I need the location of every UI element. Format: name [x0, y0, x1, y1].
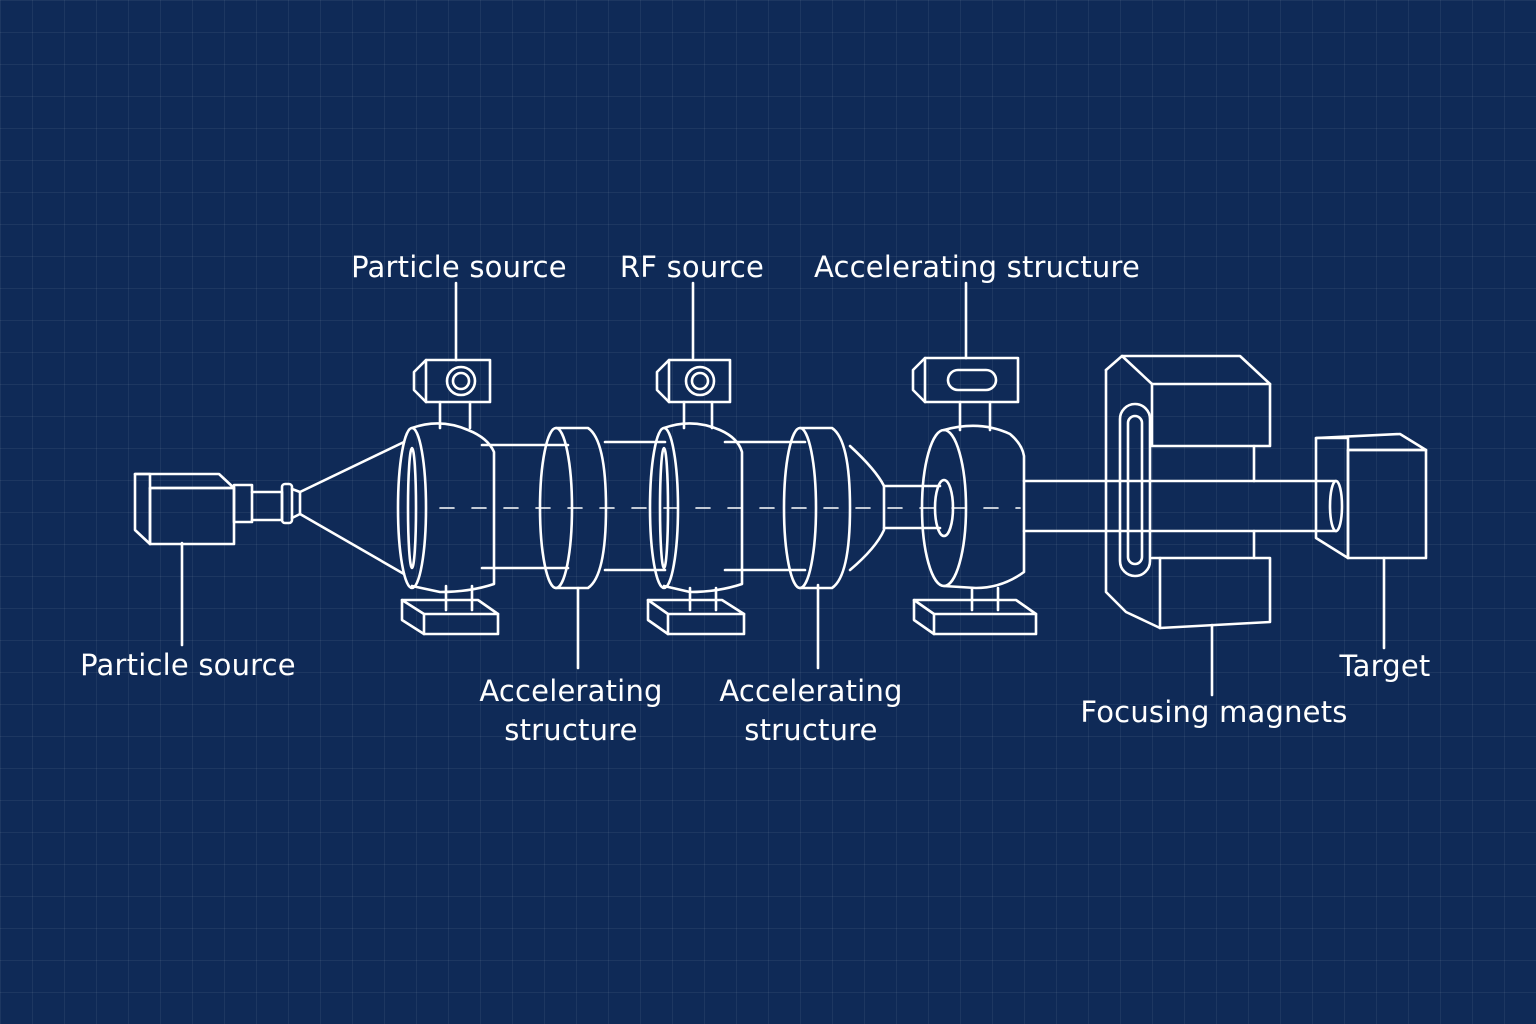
focusing-magnets [1104, 354, 1272, 630]
label-particle-source-left: Particle source [80, 648, 296, 682]
cavity-cylinder-3 [920, 424, 1026, 590]
pedestal-2 [646, 586, 746, 636]
label-accelerating-structure-2: Accelerating structure [719, 674, 903, 747]
pedestal-3 [912, 586, 1038, 636]
target-box [1314, 432, 1428, 560]
leader-lines [180, 281, 1386, 697]
top-accelerating-block [911, 356, 1020, 432]
rf-source-block [655, 358, 732, 430]
cavity-cylinder-1 [396, 422, 496, 594]
top-particle-source-block [412, 358, 492, 430]
label-rf-source: RF source [619, 250, 765, 284]
label-accelerating-structure-1: Accelerating structure [479, 674, 663, 747]
label-particle-source-top: Particle source [351, 250, 567, 284]
label-focusing-magnets: Focusing magnets [1080, 695, 1348, 729]
beam-tube [1022, 479, 1344, 533]
accelerating-ring-2 [782, 426, 886, 590]
narrow-pipe [882, 484, 942, 530]
label-target: Target [1339, 649, 1431, 683]
label-accelerating-structure-top: Accelerating structure [813, 250, 1141, 284]
particle-source-box [133, 472, 302, 546]
pedestal-1 [400, 584, 500, 636]
beam-pipe [480, 440, 807, 572]
beam-cone [298, 440, 406, 576]
